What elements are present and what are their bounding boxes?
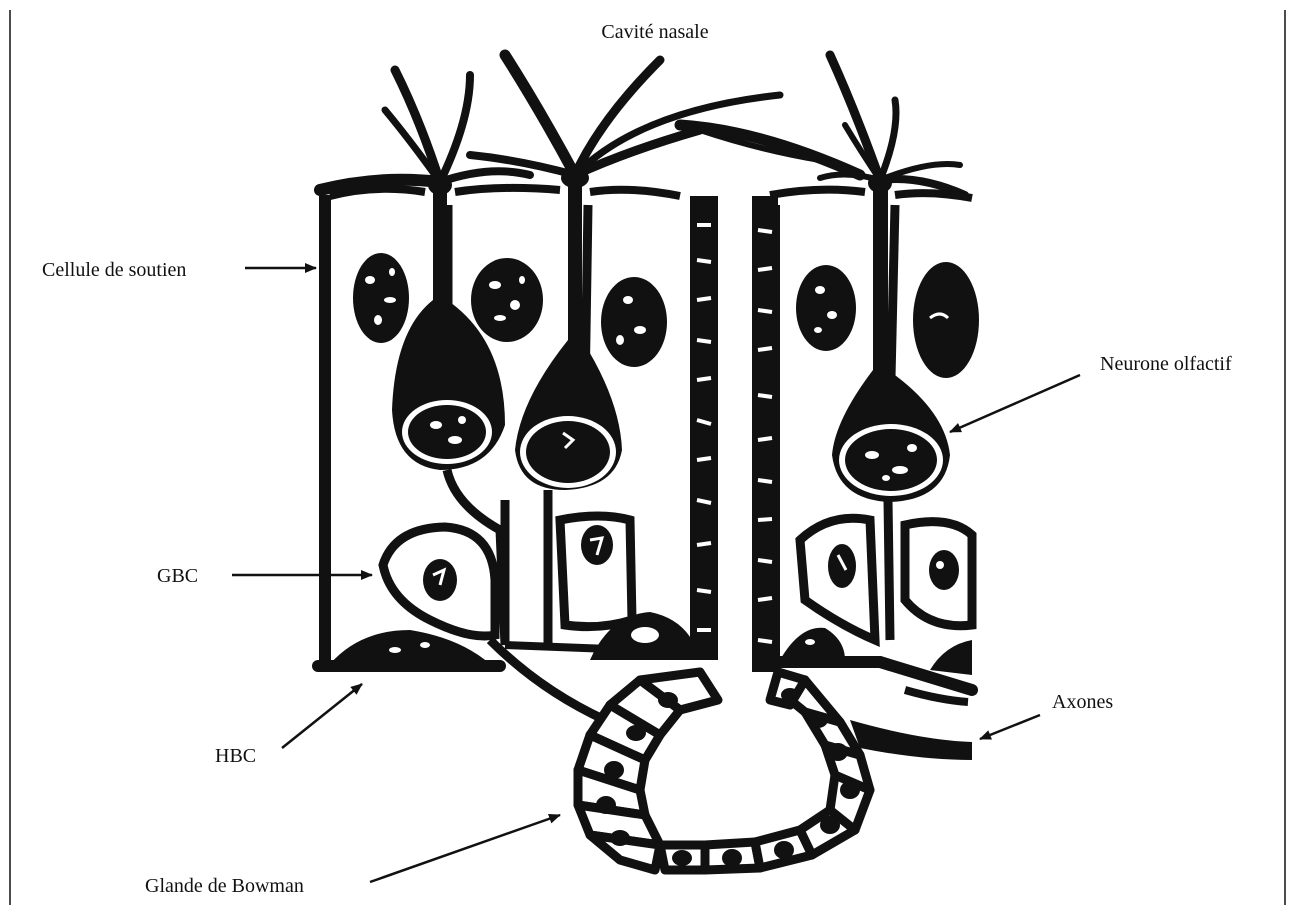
label-hbc: HBC bbox=[215, 745, 256, 767]
axon-bundle bbox=[490, 640, 972, 760]
label-supporting-cell: Cellule de soutien bbox=[42, 259, 186, 281]
cilia bbox=[320, 55, 965, 195]
arrow-hbc bbox=[282, 684, 362, 748]
arrow-bowman-gland bbox=[370, 815, 560, 882]
label-olfactory-neuron: Neurone olfactif bbox=[1100, 353, 1232, 375]
arrow-axons bbox=[980, 715, 1040, 739]
label-gbc: GBC bbox=[157, 565, 198, 587]
label-bowman-gland: Glande de Bowman bbox=[145, 875, 304, 897]
globose-basal-cells bbox=[383, 516, 972, 640]
title-nasal-cavity: Cavité nasale bbox=[601, 21, 708, 43]
bowman-gland-duct bbox=[690, 196, 778, 672]
arrow-olfactory-neuron bbox=[950, 375, 1080, 432]
label-axons: Axones bbox=[1052, 691, 1113, 713]
